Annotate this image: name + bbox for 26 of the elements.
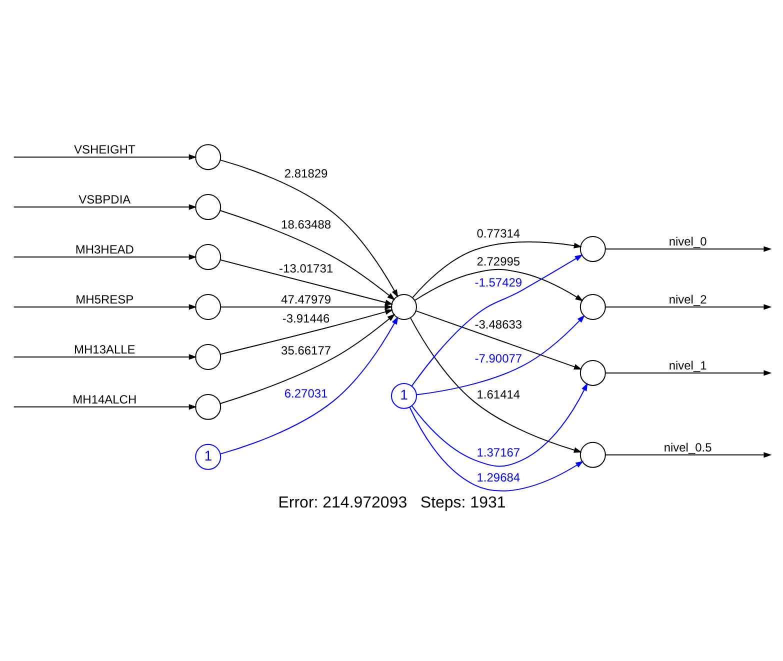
- edge-label: 35.66177: [280, 344, 331, 358]
- edge-label: 18.63488: [280, 218, 331, 232]
- caption: Error: 214.972093 Steps: 1931: [278, 494, 506, 512]
- edge-label: -7.90077: [474, 352, 522, 366]
- edge-label: MH13ALLE: [74, 342, 135, 357]
- edge-label: -1.57429: [474, 276, 522, 290]
- edge-label: 1.37167: [476, 446, 520, 460]
- edge-label: -3.91446: [282, 312, 330, 326]
- edge-label: MH3HEAD: [74, 242, 134, 257]
- edge-label: nivel_0.5: [663, 440, 712, 455]
- edge-label: MH14ALCH: [72, 392, 136, 407]
- edge-label: nivel_2: [668, 292, 706, 307]
- edge-label: 2.72995: [476, 254, 520, 269]
- edge-label: 0.77314: [476, 226, 520, 241]
- edge-label: -13.01731: [278, 262, 333, 276]
- edge-label: nivel_0: [668, 234, 706, 249]
- edge-label: nivel_1: [668, 358, 706, 373]
- edge-label: -3.48633: [474, 318, 522, 332]
- edge-label: MH5RESP: [75, 292, 134, 307]
- edge-label: VSBPDIA: [78, 192, 130, 207]
- edge-label: 6.27031: [284, 386, 328, 401]
- edge-label: 1.29684: [476, 470, 520, 484]
- edge-label: VSHEIGHT: [74, 142, 135, 157]
- edge-label: 2.81829: [284, 166, 328, 181]
- edge-label: 1.61414: [476, 388, 520, 402]
- edge-label: 47.47979: [280, 292, 331, 307]
